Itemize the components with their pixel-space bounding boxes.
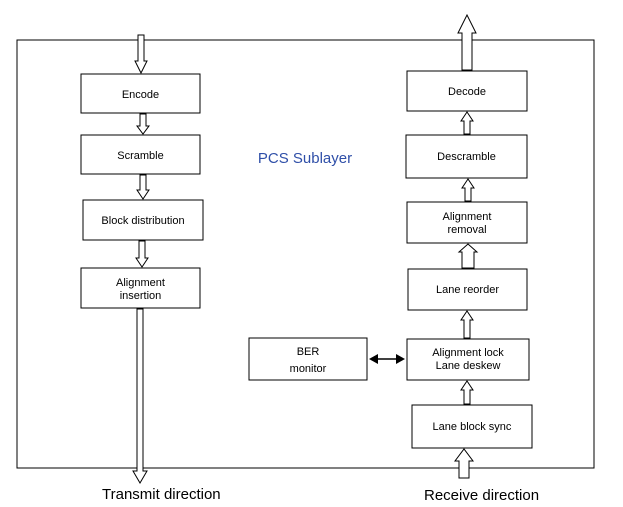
transmit-encode-label: Encode — [122, 89, 159, 101]
transmit-block-distribution-label: Block distribution — [101, 215, 184, 227]
receive-alignment-lock-label-1: Alignment lock — [432, 347, 504, 359]
receive-lane-block-sync-block: Lane block sync — [411, 404, 533, 449]
arrow-descramble-to-decode — [460, 111, 474, 135]
receive-alignment-removal-label-2: removal — [447, 224, 486, 236]
arrow-into-encode — [134, 34, 148, 75]
receive-descramble-label: Descramble — [437, 151, 496, 163]
receive-alignment-removal-block: Alignment removal — [406, 201, 528, 244]
transmit-scramble-block: Scramble — [80, 134, 201, 175]
arrow-transmit-out — [132, 308, 148, 484]
receive-alignment-removal-label-1: Alignment — [443, 211, 492, 223]
arrow-encode-to-scramble — [136, 113, 150, 135]
sublayer-boundary — [16, 39, 595, 469]
ber-monitor-label-2: monitor — [290, 363, 327, 375]
transmit-alignment-insertion-label-2: insertion — [120, 290, 162, 302]
transmit-direction-label: Transmit direction — [102, 486, 221, 503]
arrow-reorder-to-removal — [457, 243, 479, 269]
transmit-alignment-insertion-block: Alignment insertion — [80, 267, 201, 309]
arrow-removal-to-descramble — [461, 178, 475, 202]
ber-link-head-left — [369, 354, 378, 364]
arrow-decode-out — [457, 13, 477, 71]
ber-link-head-right — [396, 354, 405, 364]
receive-alignment-lock-label-2: Lane deskew — [436, 360, 501, 372]
arrow-into-sync — [454, 448, 474, 479]
transmit-encode-block: Encode — [80, 73, 201, 114]
arrow-lock-to-reorder — [460, 310, 474, 339]
arrow-scramble-to-distribution — [136, 174, 150, 200]
ber-monitor-block: BER monitor — [248, 337, 368, 381]
arrow-layer — [132, 13, 479, 484]
arrow-sync-to-lock — [460, 380, 474, 405]
receive-alignment-lock-block: Alignment lock Lane deskew — [406, 338, 530, 381]
receive-lane-reorder-label: Lane reorder — [436, 284, 499, 296]
transmit-block-distribution-block: Block distribution — [82, 199, 204, 241]
ber-monitor-label-1: BER — [297, 346, 320, 358]
transmit-alignment-insertion-label-1: Alignment — [116, 277, 165, 289]
receive-decode-block: Decode — [406, 70, 528, 112]
transmit-scramble-label: Scramble — [117, 150, 163, 162]
arrow-distribution-to-insertion — [135, 240, 149, 268]
diagram-title: PCS Sublayer — [258, 150, 352, 167]
receive-lane-block-sync-label: Lane block sync — [433, 421, 512, 433]
receive-descramble-block: Descramble — [405, 134, 528, 179]
receive-direction-label: Receive direction — [424, 487, 539, 504]
receive-decode-label: Decode — [448, 86, 486, 98]
receive-lane-reorder-block: Lane reorder — [407, 268, 528, 311]
